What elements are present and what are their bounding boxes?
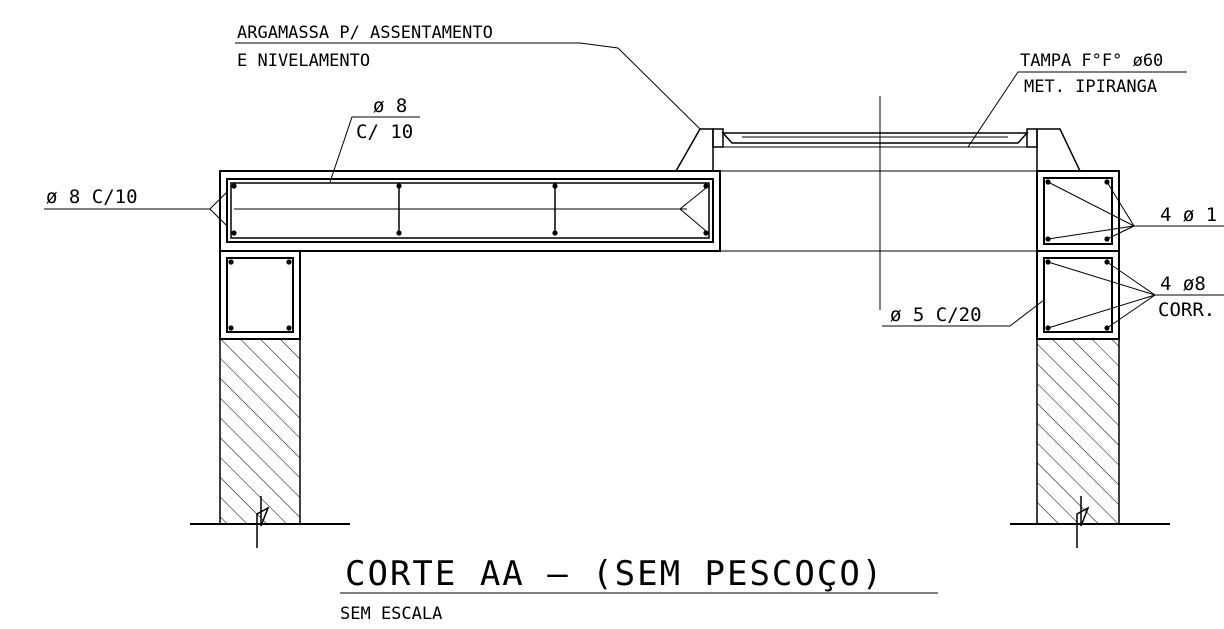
left-masonry-wall [219, 338, 301, 525]
bottom-bars-note: CORR. [1158, 299, 1215, 321]
slab-bar-leader [329, 116, 420, 183]
left-beam-stirrup [226, 257, 294, 333]
right-break-symbol [1076, 496, 1090, 548]
mortar-leader [235, 42, 701, 130]
scale-note: SEM ESCALA [340, 604, 442, 624]
top-bars-label: 4 ø 1 [1160, 204, 1217, 226]
drawing-title: CORTE AA – (SEM PESCOÇO) [345, 554, 884, 594]
right-mortar-fillet [1036, 128, 1082, 172]
left-beam-bars [228, 259, 292, 331]
slab-rebar-inner [230, 182, 710, 239]
slab-rebar-cage [226, 178, 714, 243]
slab-bar-label-top: ø 8 [373, 95, 407, 117]
lid-plate [721, 132, 1029, 144]
stirrup-label: ø 5 C/20 [890, 304, 982, 326]
bottom-bars-leader-d [1106, 294, 1156, 329]
lid-frame-right [1026, 128, 1038, 148]
stirrup-leader [882, 299, 1045, 327]
right-bottom-beam-bars [1045, 259, 1110, 331]
right-support [1010, 170, 1170, 548]
top-bars-leader-c [1047, 225, 1135, 240]
top-bars-leader-d [1106, 225, 1135, 240]
slab-bars [231, 183, 709, 236]
slab-bar-label-bottom: C/ 10 [356, 121, 413, 143]
lid-frame-left [712, 128, 724, 148]
right-bottom-beam-stirrup [1043, 257, 1113, 333]
slab-side-label: ø 8 C/10 [46, 186, 138, 208]
lid-label-line1: TAMPA F°F° ø60 [1020, 51, 1163, 71]
slab-side-leader-b [209, 208, 228, 227]
right-top-beam-stirrup [1043, 177, 1113, 245]
slab [219, 170, 1037, 252]
slab-chevron-b [679, 208, 707, 232]
lid-label-line2: MET. IPIRANGA [1024, 77, 1157, 97]
right-masonry-wall [1036, 338, 1120, 525]
top-bars-leader-b [1106, 181, 1135, 227]
slab-chevron-a [679, 187, 707, 210]
bottom-bars-leader-b [1106, 261, 1156, 296]
mortar-label-line1: ARGAMASSA P/ ASSENTAMENTO [237, 23, 493, 43]
leaders [44, 42, 1224, 594]
lid-assembly [674, 96, 1082, 310]
bottom-bars-label: 4 ø8 [1160, 273, 1206, 295]
left-break-symbol [256, 496, 270, 548]
slab-outline [219, 170, 721, 252]
right-top-beam-bars [1045, 179, 1110, 242]
left-mortar-fillet [674, 128, 714, 172]
lid-leader [967, 71, 1187, 148]
mortar-label-line2: E NIVELAMENTO [237, 51, 370, 71]
left-support [190, 250, 350, 548]
bottom-bars-leader-c [1047, 294, 1156, 329]
